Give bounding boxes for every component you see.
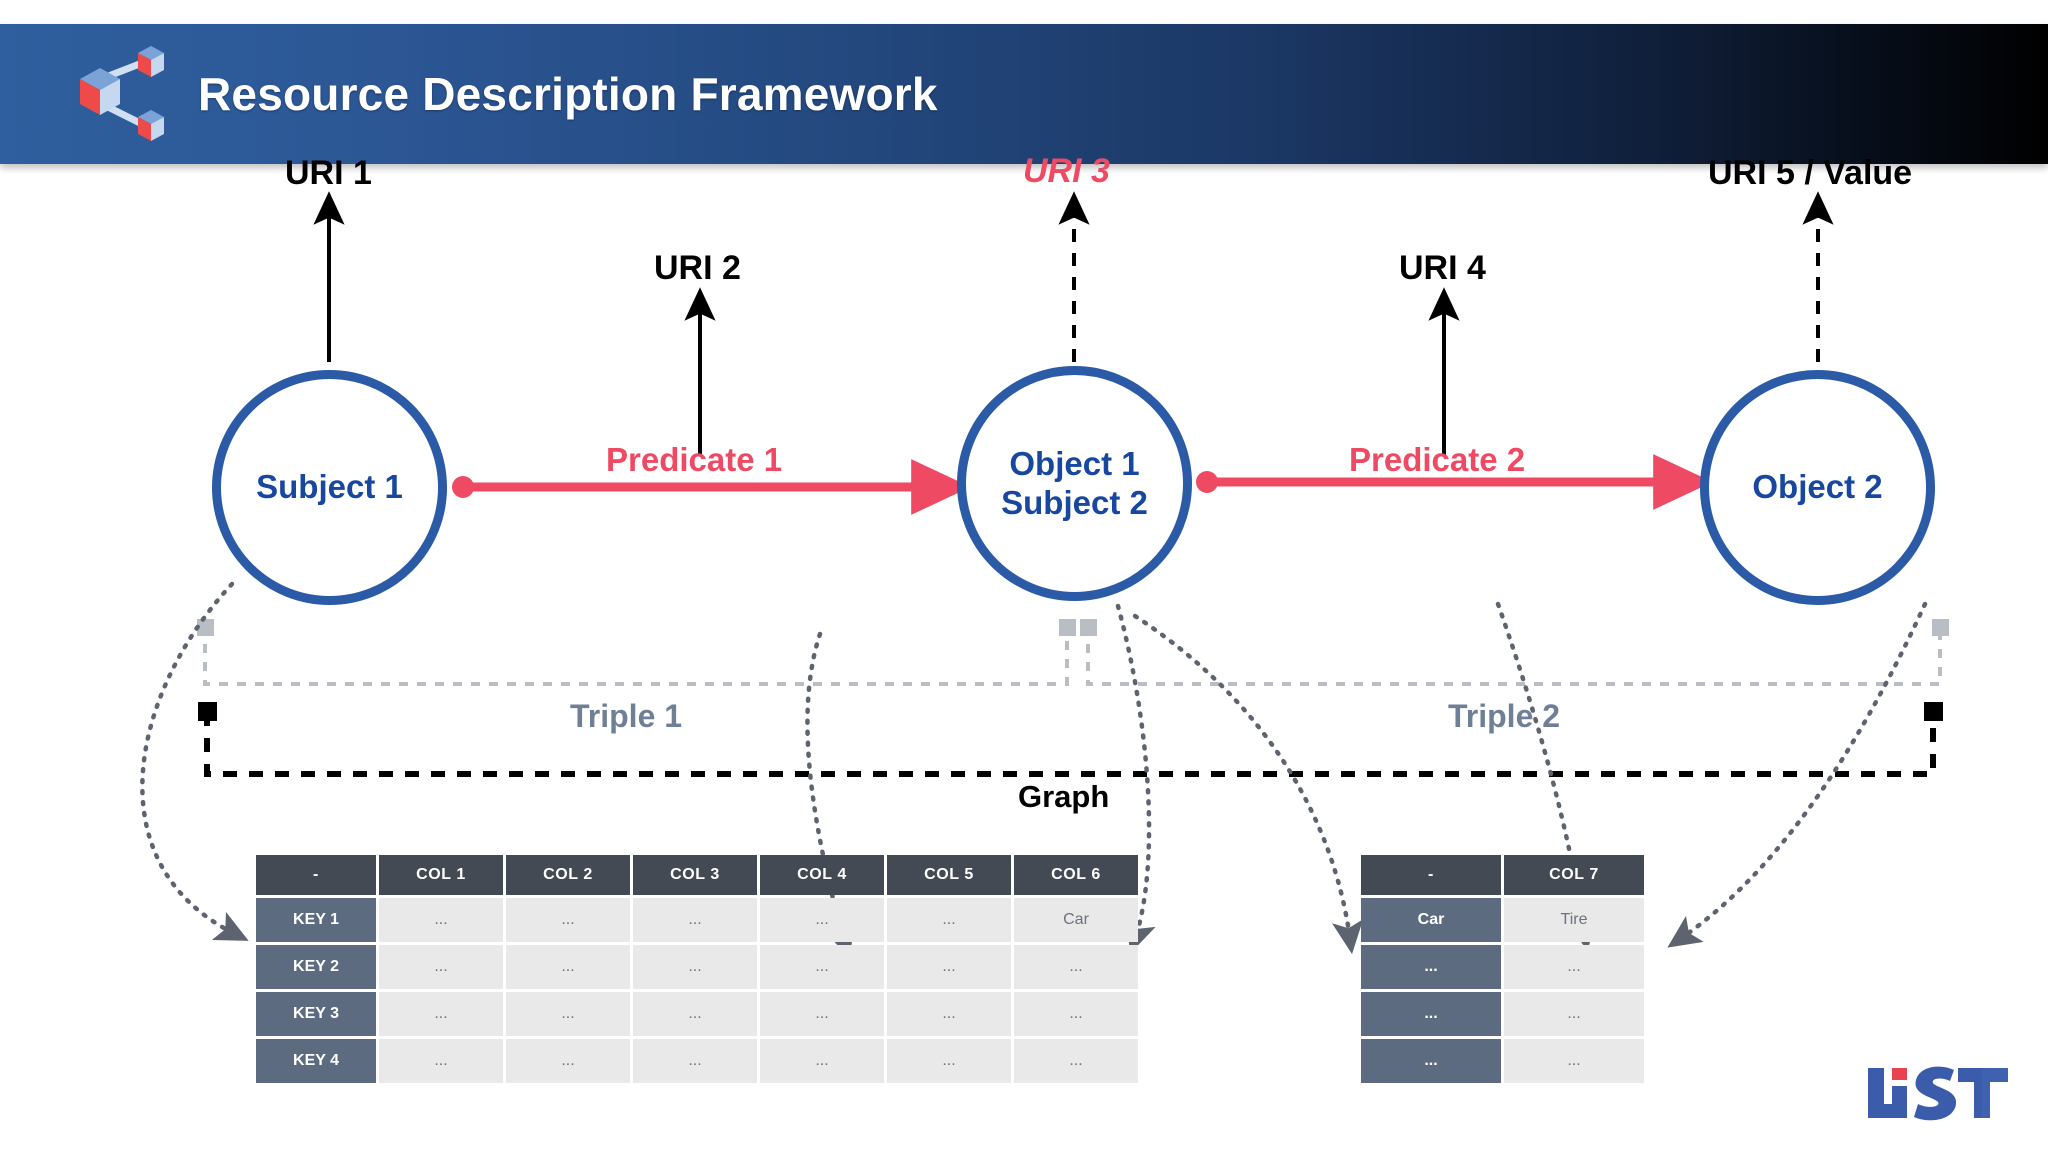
left-data-table[interactable]: - COL 1 COL 2 COL 3 COL 4 COL 5 COL 6 KE…	[253, 852, 1141, 1086]
table-key-cell: ...	[1361, 945, 1501, 989]
connector-subject1-to-left-table	[140, 581, 249, 941]
label-triple-2: Triple 2	[1448, 698, 1561, 734]
predicate1-arrow	[452, 459, 971, 515]
table-header-cell: COL 2	[506, 855, 630, 895]
table-data-cell: ...	[760, 898, 884, 942]
table-header-cell: COL 6	[1014, 855, 1138, 895]
node-line: Object 2	[1752, 468, 1883, 506]
header-banner: Resource Description Framework	[0, 24, 2048, 164]
table-data-cell: Car	[1014, 898, 1138, 942]
table-key-cell: KEY 2	[256, 945, 376, 989]
table-key-cell: KEY 1	[256, 898, 376, 942]
table-row[interactable]: Car Tire	[1361, 898, 1644, 942]
table-data-cell: ...	[1014, 1039, 1138, 1083]
table-row[interactable]: ... ...	[1361, 992, 1644, 1036]
page-title: Resource Description Framework	[198, 68, 938, 120]
table-key-cell: Car	[1361, 898, 1501, 942]
label-predicate-2: Predicate 2	[1349, 441, 1526, 478]
table-data-cell: ...	[1504, 1039, 1644, 1083]
table-data-cell: ...	[887, 1039, 1011, 1083]
table-row[interactable]: KEY 4 ... ... ... ... ... ...	[256, 1039, 1138, 1083]
table-data-cell: Tire	[1504, 898, 1644, 942]
table-data-cell: ...	[379, 1039, 503, 1083]
table-header-cell: COL 4	[760, 855, 884, 895]
label-uri-2: URI 2	[654, 249, 741, 287]
table-data-cell: ...	[633, 945, 757, 989]
table-data-cell: ...	[1504, 945, 1644, 989]
connector-object1-to-right-table	[1132, 613, 1364, 955]
table-header-cell: -	[1361, 855, 1501, 895]
diagram-canvas: URI 1 URI 2 URI 3 URI 4 URI 5 / Value Pr…	[0, 152, 2048, 1152]
table-header-cell: COL 5	[887, 855, 1011, 895]
label-uri-1: URI 1	[285, 154, 372, 192]
table-data-cell: ...	[633, 1039, 757, 1083]
table-row[interactable]: KEY 3 ... ... ... ... ... ...	[256, 992, 1138, 1036]
table-key-cell: ...	[1361, 992, 1501, 1036]
table-row[interactable]: KEY 2 ... ... ... ... ... ...	[256, 945, 1138, 989]
table-data-cell: ...	[887, 898, 1011, 942]
table-data-cell: ...	[506, 992, 630, 1036]
triple2-handle-right	[1932, 619, 1949, 636]
table-data-cell: ...	[506, 898, 630, 942]
table-data-cell: ...	[887, 945, 1011, 989]
triple1-handle-right	[1059, 619, 1076, 636]
list-brand-logo-icon	[1868, 1066, 2008, 1121]
label-triple-1: Triple 1	[570, 698, 683, 734]
connector-object2-to-right-table	[1667, 601, 1928, 948]
label-uri-3: URI 3	[1023, 152, 1110, 190]
graph-handle-right	[1924, 702, 1943, 721]
table-header-cell: COL 3	[633, 855, 757, 895]
table-row[interactable]: ... ...	[1361, 945, 1644, 989]
table-data-cell: ...	[887, 992, 1011, 1036]
label-predicate-1: Predicate 1	[606, 441, 783, 478]
table-data-cell: ...	[760, 992, 884, 1036]
table-data-cell: ...	[760, 1039, 884, 1083]
node-line: Subject 2	[1001, 483, 1148, 521]
label-uri-4: URI 4	[1399, 249, 1486, 287]
table-row[interactable]: ... ...	[1361, 1039, 1644, 1083]
table-data-cell: ...	[1504, 992, 1644, 1036]
node-object-2[interactable]: Object 2	[1700, 370, 1935, 605]
graph-bracket	[204, 712, 1936, 777]
node-subject-1[interactable]: Subject 1	[212, 370, 447, 605]
table-data-cell: ...	[379, 992, 503, 1036]
predicate2-arrow	[1196, 454, 1713, 510]
table-row[interactable]: KEY 1 ... ... ... ... ... Car	[256, 898, 1138, 942]
table-data-cell: ...	[506, 1039, 630, 1083]
table-key-cell: ...	[1361, 1039, 1501, 1083]
table-data-cell: ...	[760, 945, 884, 989]
table-data-cell: ...	[379, 945, 503, 989]
node-line: Object 1	[1009, 444, 1140, 482]
triple1-bracket	[203, 626, 1069, 686]
table-header-cell: -	[256, 855, 376, 895]
triple2-handle-left	[1080, 619, 1097, 636]
table-header-cell: COL 7	[1504, 855, 1644, 895]
node-object-1-subject-2[interactable]: Object 1 Subject 2	[957, 366, 1192, 601]
table-data-cell: ...	[506, 945, 630, 989]
table-header-row: - COL 7	[1361, 855, 1644, 895]
triple2-bracket	[1086, 626, 1942, 686]
table-header-cell: COL 1	[379, 855, 503, 895]
connector-object1-to-left-table-right	[1115, 603, 1156, 954]
table-data-cell: ...	[633, 992, 757, 1036]
table-key-cell: KEY 3	[256, 992, 376, 1036]
rdf-cube-graph-logo-icon	[80, 46, 164, 141]
table-data-cell: ...	[633, 898, 757, 942]
triple1-handle-left	[197, 619, 214, 636]
table-data-cell: ...	[1014, 945, 1138, 989]
label-uri-5-value: URI 5 / Value	[1708, 154, 1913, 192]
table-key-cell: KEY 4	[256, 1039, 376, 1083]
table-data-cell: ...	[1014, 992, 1138, 1036]
graph-handle-left	[198, 702, 217, 721]
right-data-table[interactable]: - COL 7 Car Tire ... ... ... ... ... ...	[1358, 852, 1647, 1086]
table-header-row: - COL 1 COL 2 COL 3 COL 4 COL 5 COL 6	[256, 855, 1138, 895]
label-graph: Graph	[1018, 779, 1110, 814]
diagram-vector-layer	[140, 191, 1949, 959]
node-line: Subject 1	[256, 468, 403, 506]
table-data-cell: ...	[379, 898, 503, 942]
